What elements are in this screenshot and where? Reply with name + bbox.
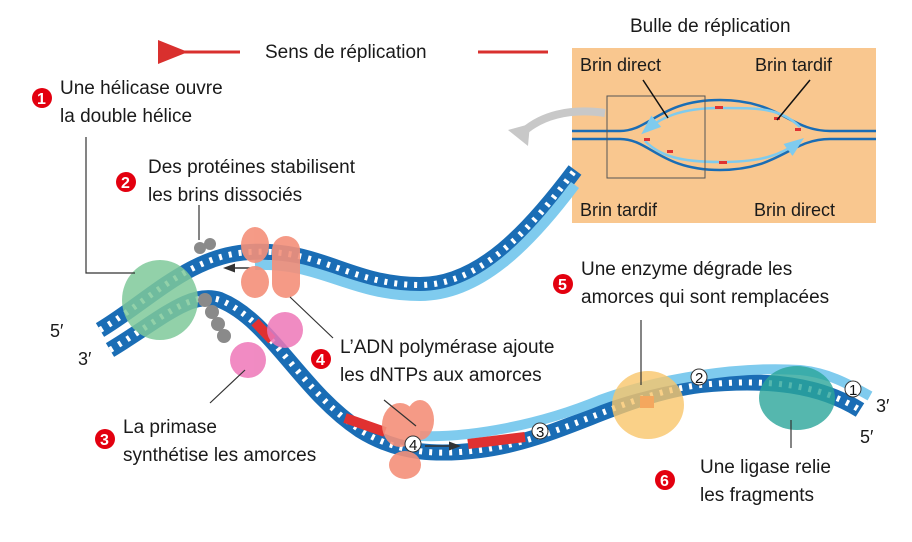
step-number: 2 <box>121 175 130 192</box>
step-number: 1 <box>37 91 46 108</box>
step-text-line2: synthétise les amorces <box>123 445 316 466</box>
primase-protein <box>230 312 303 378</box>
polymerase-lower <box>382 400 434 479</box>
bubble-primers <box>644 106 801 164</box>
fragment-number-4: 4 <box>409 437 417 454</box>
leader-lines <box>85 137 792 448</box>
step-number: 6 <box>660 473 669 490</box>
bubble-label-top-left: Brin direct <box>580 55 661 75</box>
step-5: 5 Une enzyme dégrade les amorces qui son… <box>553 259 829 308</box>
replication-direction: Sens de réplication <box>158 40 548 64</box>
leader-step-4-upper <box>289 296 334 339</box>
leader-brin-direct <box>642 79 669 119</box>
step-text-line2: la double hélice <box>60 106 192 127</box>
fragment-number: 1 <box>844 380 862 399</box>
step-text-line1: La primase <box>123 417 217 438</box>
fragment-number-2: 2 <box>695 370 703 387</box>
bubble-panel <box>572 48 876 223</box>
fragment-number: 3 <box>531 422 549 441</box>
step-text-line1: Une hélicase ouvre <box>60 78 223 99</box>
step-2: 2 Des protéines stabilisent les brins di… <box>116 157 356 206</box>
step-text-line2: les dNTPs aux amorces <box>340 365 542 386</box>
primer-segment <box>467 432 526 449</box>
step-4: 4 L’ADN polymérase ajoute les dNTPs aux … <box>311 337 554 386</box>
zoom-arrowhead-icon <box>508 124 530 146</box>
direction-label: Sens de réplication <box>265 42 427 63</box>
polymerase-upper <box>241 227 300 298</box>
step-number: 5 <box>558 277 567 294</box>
step-badge <box>655 470 675 490</box>
bubble-label-bottom-left: Brin tardif <box>580 200 658 220</box>
step-text-line2: amorces qui sont remplacées <box>581 287 829 308</box>
end-label-3prime-right: 3′ <box>876 396 890 416</box>
helicase-protein <box>122 260 198 340</box>
step-badge <box>32 88 52 108</box>
step-text-line2: les fragments <box>700 485 814 506</box>
leader-brin-tardif <box>776 79 811 121</box>
step-badge <box>116 172 136 192</box>
leader-step-1 <box>85 137 135 274</box>
zoom-region-box <box>606 95 706 179</box>
step-number: 3 <box>100 432 109 449</box>
step-6: 6 Une ligase relie les fragments <box>655 457 831 506</box>
replication-bubble-inset: Bulle de réplication Brin direct Brin ta… <box>508 16 876 223</box>
base-pairs-upper <box>98 168 578 333</box>
end-label-3prime-left: 3′ <box>78 349 92 369</box>
bubble-label-bottom-right: Brin direct <box>754 200 835 220</box>
step-text-line1: Une enzyme dégrade les <box>581 259 792 280</box>
step-badge <box>95 429 115 449</box>
step-3: 3 La primase synthétise les amorces <box>95 417 316 466</box>
step-text-line1: Une ligase relie <box>700 457 831 478</box>
step-badge <box>311 349 331 369</box>
step-badge <box>553 274 573 294</box>
bubble-parent-strand-bottom <box>572 137 876 172</box>
fragment-number-3: 3 <box>536 424 544 441</box>
primer-segment <box>343 413 387 437</box>
end-label-5prime-left: 5′ <box>50 321 64 341</box>
bubble-parent-strand-top <box>572 98 876 133</box>
step-text-line1: L’ADN polymérase ajoute <box>340 337 554 358</box>
end-label-5prime-right: 5′ <box>860 427 874 447</box>
fragment-number: 4 <box>404 435 422 454</box>
leader-step-3 <box>209 369 246 404</box>
bubble-label-top-right: Brin tardif <box>755 55 833 75</box>
bubble-title: Bulle de réplication <box>630 16 791 37</box>
step-1: 1 Une hélicase ouvre la double hélice <box>32 78 223 127</box>
leader-step-4-lower <box>383 399 417 427</box>
step-number: 4 <box>316 352 325 369</box>
ligase-protein <box>759 366 835 430</box>
step-text-line1: Des protéines stabilisent <box>148 157 356 178</box>
step-text-line2: les brins dissociés <box>148 185 302 206</box>
ssb-proteins <box>194 238 231 343</box>
fragment-number: 2 <box>690 368 708 387</box>
exonuclease-protein <box>612 371 684 439</box>
new-strand-upper <box>254 181 579 302</box>
fragment-number-1: 1 <box>849 382 857 399</box>
base-pairs-lower <box>108 295 862 456</box>
